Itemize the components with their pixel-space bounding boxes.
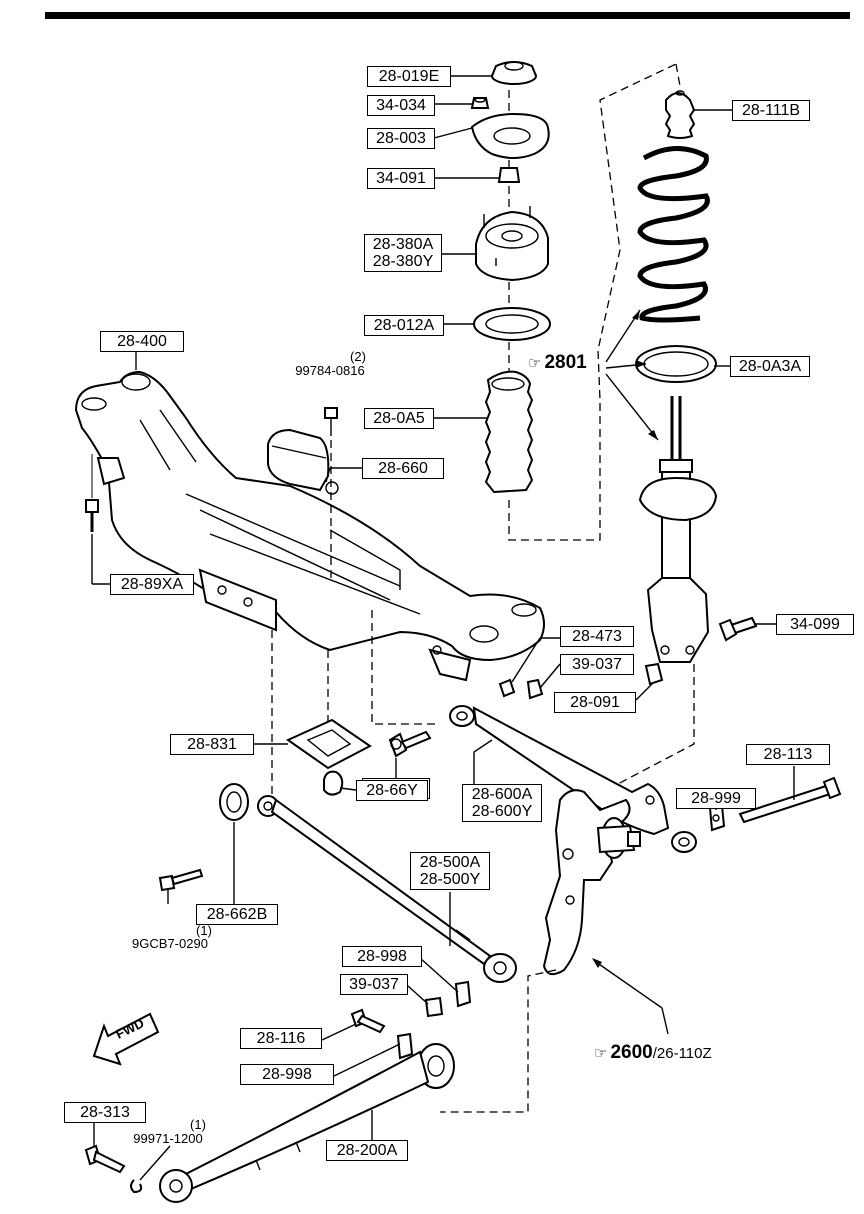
link-nut-part [424,996,444,1018]
label-rear-link: 28-500A 28-500Y [410,852,490,890]
crossmember-bolt-part [85,454,99,532]
label-trailing-arm-bolt: 28-313 [64,1102,146,1123]
strut-assembly-ref[interactable]: ☞2801 [528,352,587,374]
coil-spring-part [637,145,710,323]
note-clip-99971: 99971-1200 [133,1131,203,1146]
trailing-washer-part [396,1032,414,1060]
label-nut-b: 28-091 [554,692,636,713]
knuckle-assembly-ref[interactable]: ☞2600/26-110Z [594,1042,712,1064]
label-trailing-washer: 28-998 [240,1064,334,1085]
bolt-99784-part [324,407,338,436]
label-strut-bolt: 34-099 [776,614,854,635]
crossmember-part [74,370,545,682]
label-top-mount-cap: 28-019E [367,66,451,87]
label-rear-link-a: 28-500A [419,854,481,871]
label-trailing-arm: 28-200A [326,1140,408,1161]
link-washer-part [454,980,472,1008]
label-long-bolt: 28-113 [746,744,830,765]
label-rear-link-y: 28-500Y [419,871,481,888]
boot-part [484,370,534,494]
spring-seat-lower-part [635,345,717,383]
label-lateral-link-a: 28-600A [471,786,533,803]
label-mount-nut-2: 34-091 [367,168,435,189]
spring-seat-upper-part [473,307,551,341]
bracket-pad-part [285,718,372,770]
strut-mount-part [475,206,549,282]
label-insulator: 28-660 [362,458,444,479]
rear-link-part [257,795,517,983]
clip-part [130,1179,143,1194]
nut-b-part [644,662,664,686]
insulator-part [267,428,339,495]
long-bolt-part [738,776,842,824]
strut-bolt-part [718,616,758,642]
small-washer-part [498,678,516,698]
label-bump-stop: 28-111B [732,100,810,121]
knuckle-part [542,789,641,976]
note-clip-99971-qty: (1) [190,1117,206,1132]
top-rule [45,12,850,19]
label-mount-nut: 34-034 [367,95,435,116]
trailing-bolt-part [350,1008,386,1034]
label-link-washer: 28-998 [342,946,422,967]
cam-bolt-part [388,730,432,758]
label-lateral-link: 28-600A 28-600Y [462,784,542,822]
note-bolt-9gcb7-qty: (1) [196,923,212,938]
label-spring-seat-upper: 28-012A [364,315,444,336]
trailing-arm-bolt-part [84,1144,126,1174]
note-bolt-99784: 99784-0816 [295,363,365,378]
mount-nut-2-part [497,167,521,183]
label-cam-plate: 28-66Y [356,780,428,801]
label-nut-a: 39-037 [560,654,634,675]
pointing-hand-icon: ☞ [594,1045,608,1062]
label-bracket-bolt: 28-473 [560,626,634,647]
mount-plate-part [470,112,550,159]
strut-part [638,396,718,663]
label-mount-plate: 28-003 [367,128,435,149]
label-boot: 28-0A5 [364,408,434,429]
trailing-arm-part [159,1043,455,1203]
label-strut-mount-a: 28-380A [372,236,434,253]
label-lateral-link-y: 28-600Y [471,803,533,820]
top-mount-cap-part [491,61,537,85]
label-crossmember-bolt: 28-89XA [110,574,194,595]
bump-stop-part [664,90,696,139]
cam-plate-part [323,770,344,796]
bolt-9gcb7-part [158,868,204,892]
label-strut-mount: 28-380A 28-380Y [364,234,442,272]
knuckle-ref-number: 2600 [610,1042,653,1063]
note-bolt-99784-qty: (2) [350,349,366,364]
nut-a-part [526,678,544,700]
bushing-part [219,783,249,821]
leader-lines [91,75,795,1181]
fwd-arrow-icon [92,1012,160,1066]
strut-ref-number: 2801 [544,352,587,373]
label-spring-seat-lower: 28-0A3A [730,356,810,377]
label-bushing: 28-662B [196,904,278,925]
pointing-hand-icon: ☞ [528,355,542,372]
knuckle-ref-suffix: /26-110Z [652,1045,712,1062]
label-washer-plate: 28-999 [676,788,756,809]
note-bolt-9gcb7: 9GCB7-0290 [132,936,208,951]
label-bracket-pad: 28-831 [170,734,254,755]
mount-nut-part [470,97,490,109]
label-crossmember: 28-400 [100,331,184,352]
washer-plate-part [708,804,726,832]
label-link-nut: 39-037 [340,974,408,995]
label-trailing-bolt: 28-116 [240,1028,322,1049]
label-strut-mount-y: 28-380Y [372,253,434,270]
